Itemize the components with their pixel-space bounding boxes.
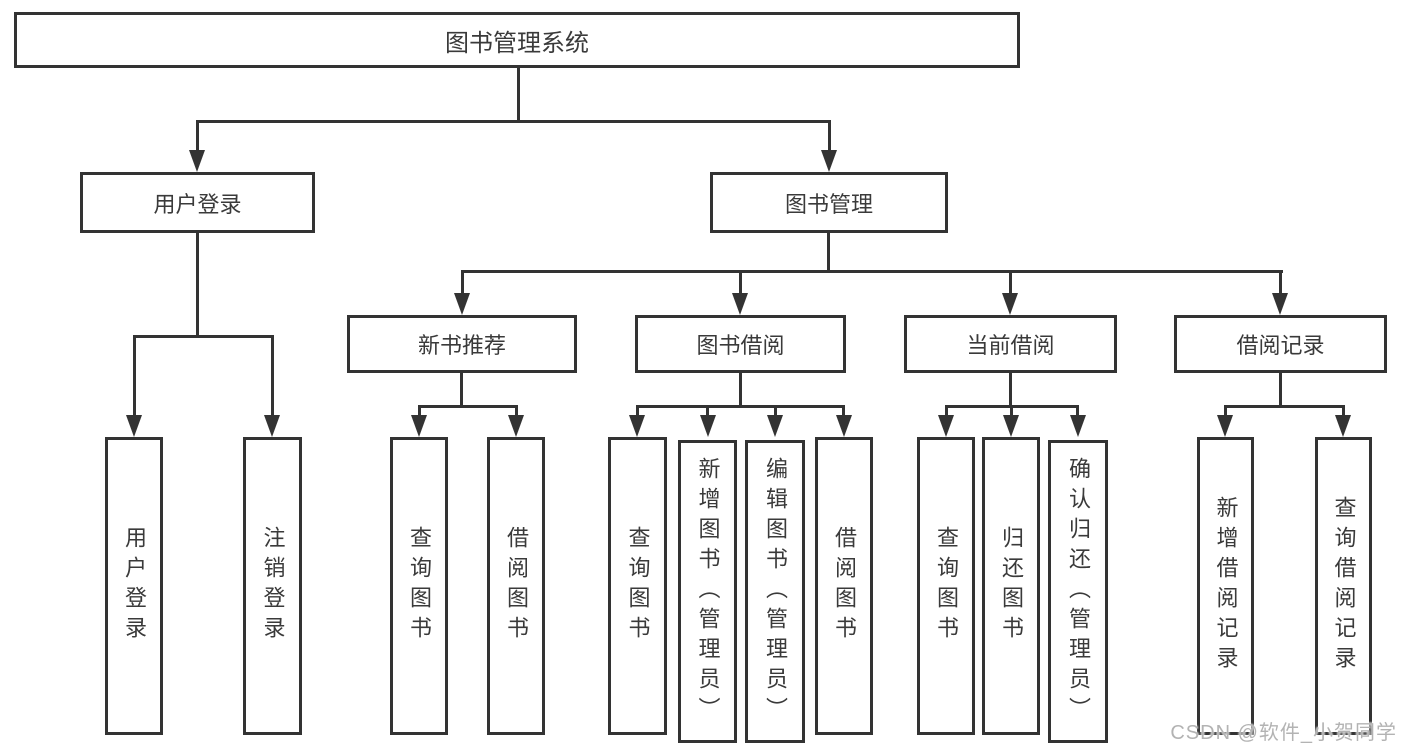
node-book-management: 图书管理 <box>710 172 948 233</box>
connector-line <box>1279 270 1282 293</box>
leaf-user-login-label: 用户登录 <box>122 526 147 646</box>
connector-line <box>196 120 199 152</box>
arrowhead-icon <box>1335 415 1351 437</box>
arrowhead-icon <box>1272 293 1288 315</box>
node-current-borrow-label: 当前借阅 <box>966 333 1055 358</box>
arrowhead-icon <box>938 415 954 437</box>
node-new-book-recommend-label: 新书推荐 <box>417 333 506 358</box>
connector-line <box>1009 270 1012 293</box>
arrowhead-icon <box>1003 415 1019 437</box>
node-root: 图书管理系统 <box>14 12 1020 68</box>
connector-line <box>196 120 831 123</box>
leaf-confirm-return-admin: 确认归还（管理员） <box>1048 440 1108 743</box>
node-book-borrow: 图书借阅 <box>635 315 846 373</box>
leaf-query-book-borrow: 查询图书 <box>608 437 667 735</box>
arrowhead-icon <box>126 415 142 437</box>
connector-line <box>739 373 742 407</box>
leaf-logout-label: 注销登录 <box>260 526 286 646</box>
connector-line <box>739 270 742 293</box>
arrowhead-icon <box>732 293 748 315</box>
connector-line <box>1279 373 1282 407</box>
leaf-add-book-admin: 新增图书（管理员） <box>678 440 737 743</box>
node-book-borrow-label: 图书借阅 <box>696 333 785 358</box>
arrowhead-icon <box>836 415 852 437</box>
leaf-borrow-book-borrow-label: 借阅图书 <box>832 526 857 646</box>
node-user-login: 用户登录 <box>80 172 315 233</box>
leaf-logout: 注销登录 <box>243 437 302 735</box>
node-user-login-label: 用户登录 <box>153 191 242 217</box>
connector-line <box>1224 405 1227 417</box>
connector-line <box>842 405 845 417</box>
connector-line <box>460 373 463 407</box>
leaf-user-login: 用户登录 <box>105 437 163 735</box>
node-borrow-records: 借阅记录 <box>1174 315 1387 373</box>
node-current-borrow: 当前借阅 <box>904 315 1117 373</box>
connector-line <box>706 405 709 417</box>
arrowhead-icon <box>700 415 716 437</box>
connector-line <box>1009 373 1012 407</box>
arrowhead-icon <box>508 415 524 437</box>
connector-line <box>271 335 274 415</box>
leaf-add-borrow-record: 新增借阅记录 <box>1197 437 1254 735</box>
csdn-watermark: CSDN @软件_小贺同学 <box>1170 722 1397 744</box>
arrowhead-icon <box>1002 293 1018 315</box>
node-root-label: 图书管理系统 <box>445 29 589 57</box>
node-borrow-records-label: 借阅记录 <box>1236 333 1325 358</box>
leaf-borrow-book-recommend: 借阅图书 <box>487 437 545 735</box>
connector-line <box>636 405 845 408</box>
leaf-confirm-return-admin-label: 确认归还（管理员） <box>1066 456 1091 727</box>
connector-line <box>636 405 639 417</box>
connector-line <box>828 120 831 152</box>
node-new-book-recommend: 新书推荐 <box>347 315 577 373</box>
leaf-return-book-label: 归还图书 <box>999 526 1024 646</box>
leaf-borrow-book-recommend-label: 借阅图书 <box>504 526 529 646</box>
leaf-query-book-borrow-label: 查询图书 <box>625 526 651 646</box>
connector-line <box>515 405 518 417</box>
leaf-query-book-recommend-label: 查询图书 <box>407 526 432 646</box>
leaf-add-book-admin-label: 新增图书（管理员） <box>695 456 721 727</box>
arrowhead-icon <box>264 415 280 437</box>
arrowhead-icon <box>454 293 470 315</box>
arrowhead-icon <box>189 150 205 172</box>
leaf-add-borrow-record-label: 新增借阅记录 <box>1213 496 1239 676</box>
leaf-query-book-recommend: 查询图书 <box>390 437 448 735</box>
leaf-edit-book-admin-label: 编辑图书（管理员） <box>763 456 788 727</box>
connector-line <box>418 405 421 417</box>
leaf-query-book-current-label: 查询图书 <box>934 526 959 646</box>
leaf-query-borrow-record: 查询借阅记录 <box>1315 437 1372 735</box>
connector-line <box>1010 405 1013 417</box>
arrowhead-icon <box>1217 415 1233 437</box>
connector-line <box>133 335 274 338</box>
connector-line <box>774 405 777 417</box>
arrowhead-icon <box>411 415 427 437</box>
arrowhead-icon <box>821 150 837 172</box>
connector-line <box>418 405 518 408</box>
connector-line <box>1224 405 1345 408</box>
leaf-return-book: 归还图书 <box>982 437 1040 735</box>
connector-line <box>196 233 199 337</box>
connector-line <box>945 405 948 417</box>
connector-line <box>1076 405 1079 417</box>
connector-line <box>461 270 464 293</box>
leaf-borrow-book-borrow: 借阅图书 <box>815 437 873 735</box>
connector-line <box>1342 405 1345 417</box>
arrowhead-icon <box>1070 415 1086 437</box>
leaf-query-borrow-record-label: 查询借阅记录 <box>1331 496 1357 676</box>
connector-line <box>133 335 136 415</box>
arrowhead-icon <box>629 415 645 437</box>
connector-line <box>461 270 1283 273</box>
leaf-query-book-current: 查询图书 <box>917 437 975 735</box>
arrowhead-icon <box>767 415 783 437</box>
connector-line <box>517 68 520 123</box>
node-book-management-label: 图书管理 <box>784 191 873 217</box>
connector-line <box>827 233 830 273</box>
leaf-edit-book-admin: 编辑图书（管理员） <box>745 440 805 743</box>
